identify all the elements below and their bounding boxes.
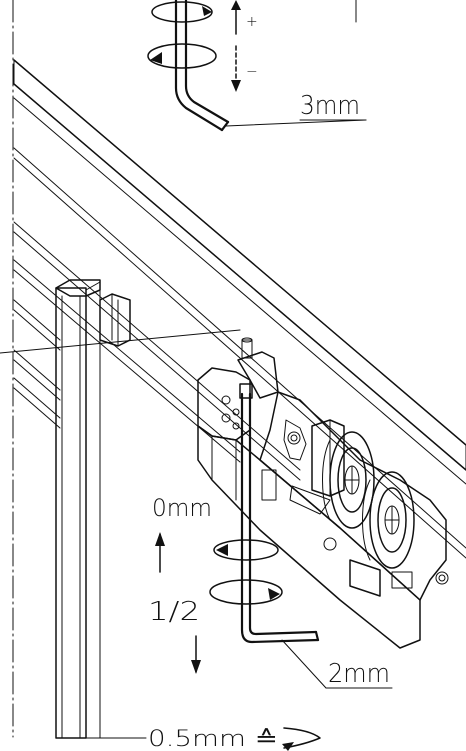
- rotate-cw-icon: [147, 1, 217, 69]
- hex-key-2mm: [239, 383, 320, 644]
- per-turn-label: 0.5mm ≙: [148, 727, 278, 751]
- height-arrows-top: [231, 0, 241, 92]
- zero-offset-label: 0mm: [152, 494, 212, 522]
- rotate-cw-icon: [209, 539, 283, 605]
- up-arrow: [155, 532, 165, 573]
- track-profile: [13, 59, 466, 559]
- frame-clip: [99, 293, 131, 347]
- down-arrow: [191, 635, 201, 674]
- minus-label: −: [246, 64, 258, 80]
- plus-label: +: [246, 14, 258, 30]
- size-label-2mm: 2mm: [328, 659, 390, 689]
- roller-carriage: [197, 337, 449, 649]
- leader-3mm: [225, 119, 367, 127]
- turns-label: 1/2: [148, 597, 200, 627]
- size-label-3mm: 3mm: [300, 91, 360, 121]
- roller-wheel-right: [362, 471, 415, 569]
- door-frame: [55, 279, 101, 739]
- hex-key-3mm: [174, 0, 230, 132]
- rotation-arrow-icon: [282, 727, 321, 751]
- leader-line-left: [0, 329, 241, 354]
- leader-2mm: [281, 639, 327, 689]
- roller-wheel-left: [322, 431, 375, 529]
